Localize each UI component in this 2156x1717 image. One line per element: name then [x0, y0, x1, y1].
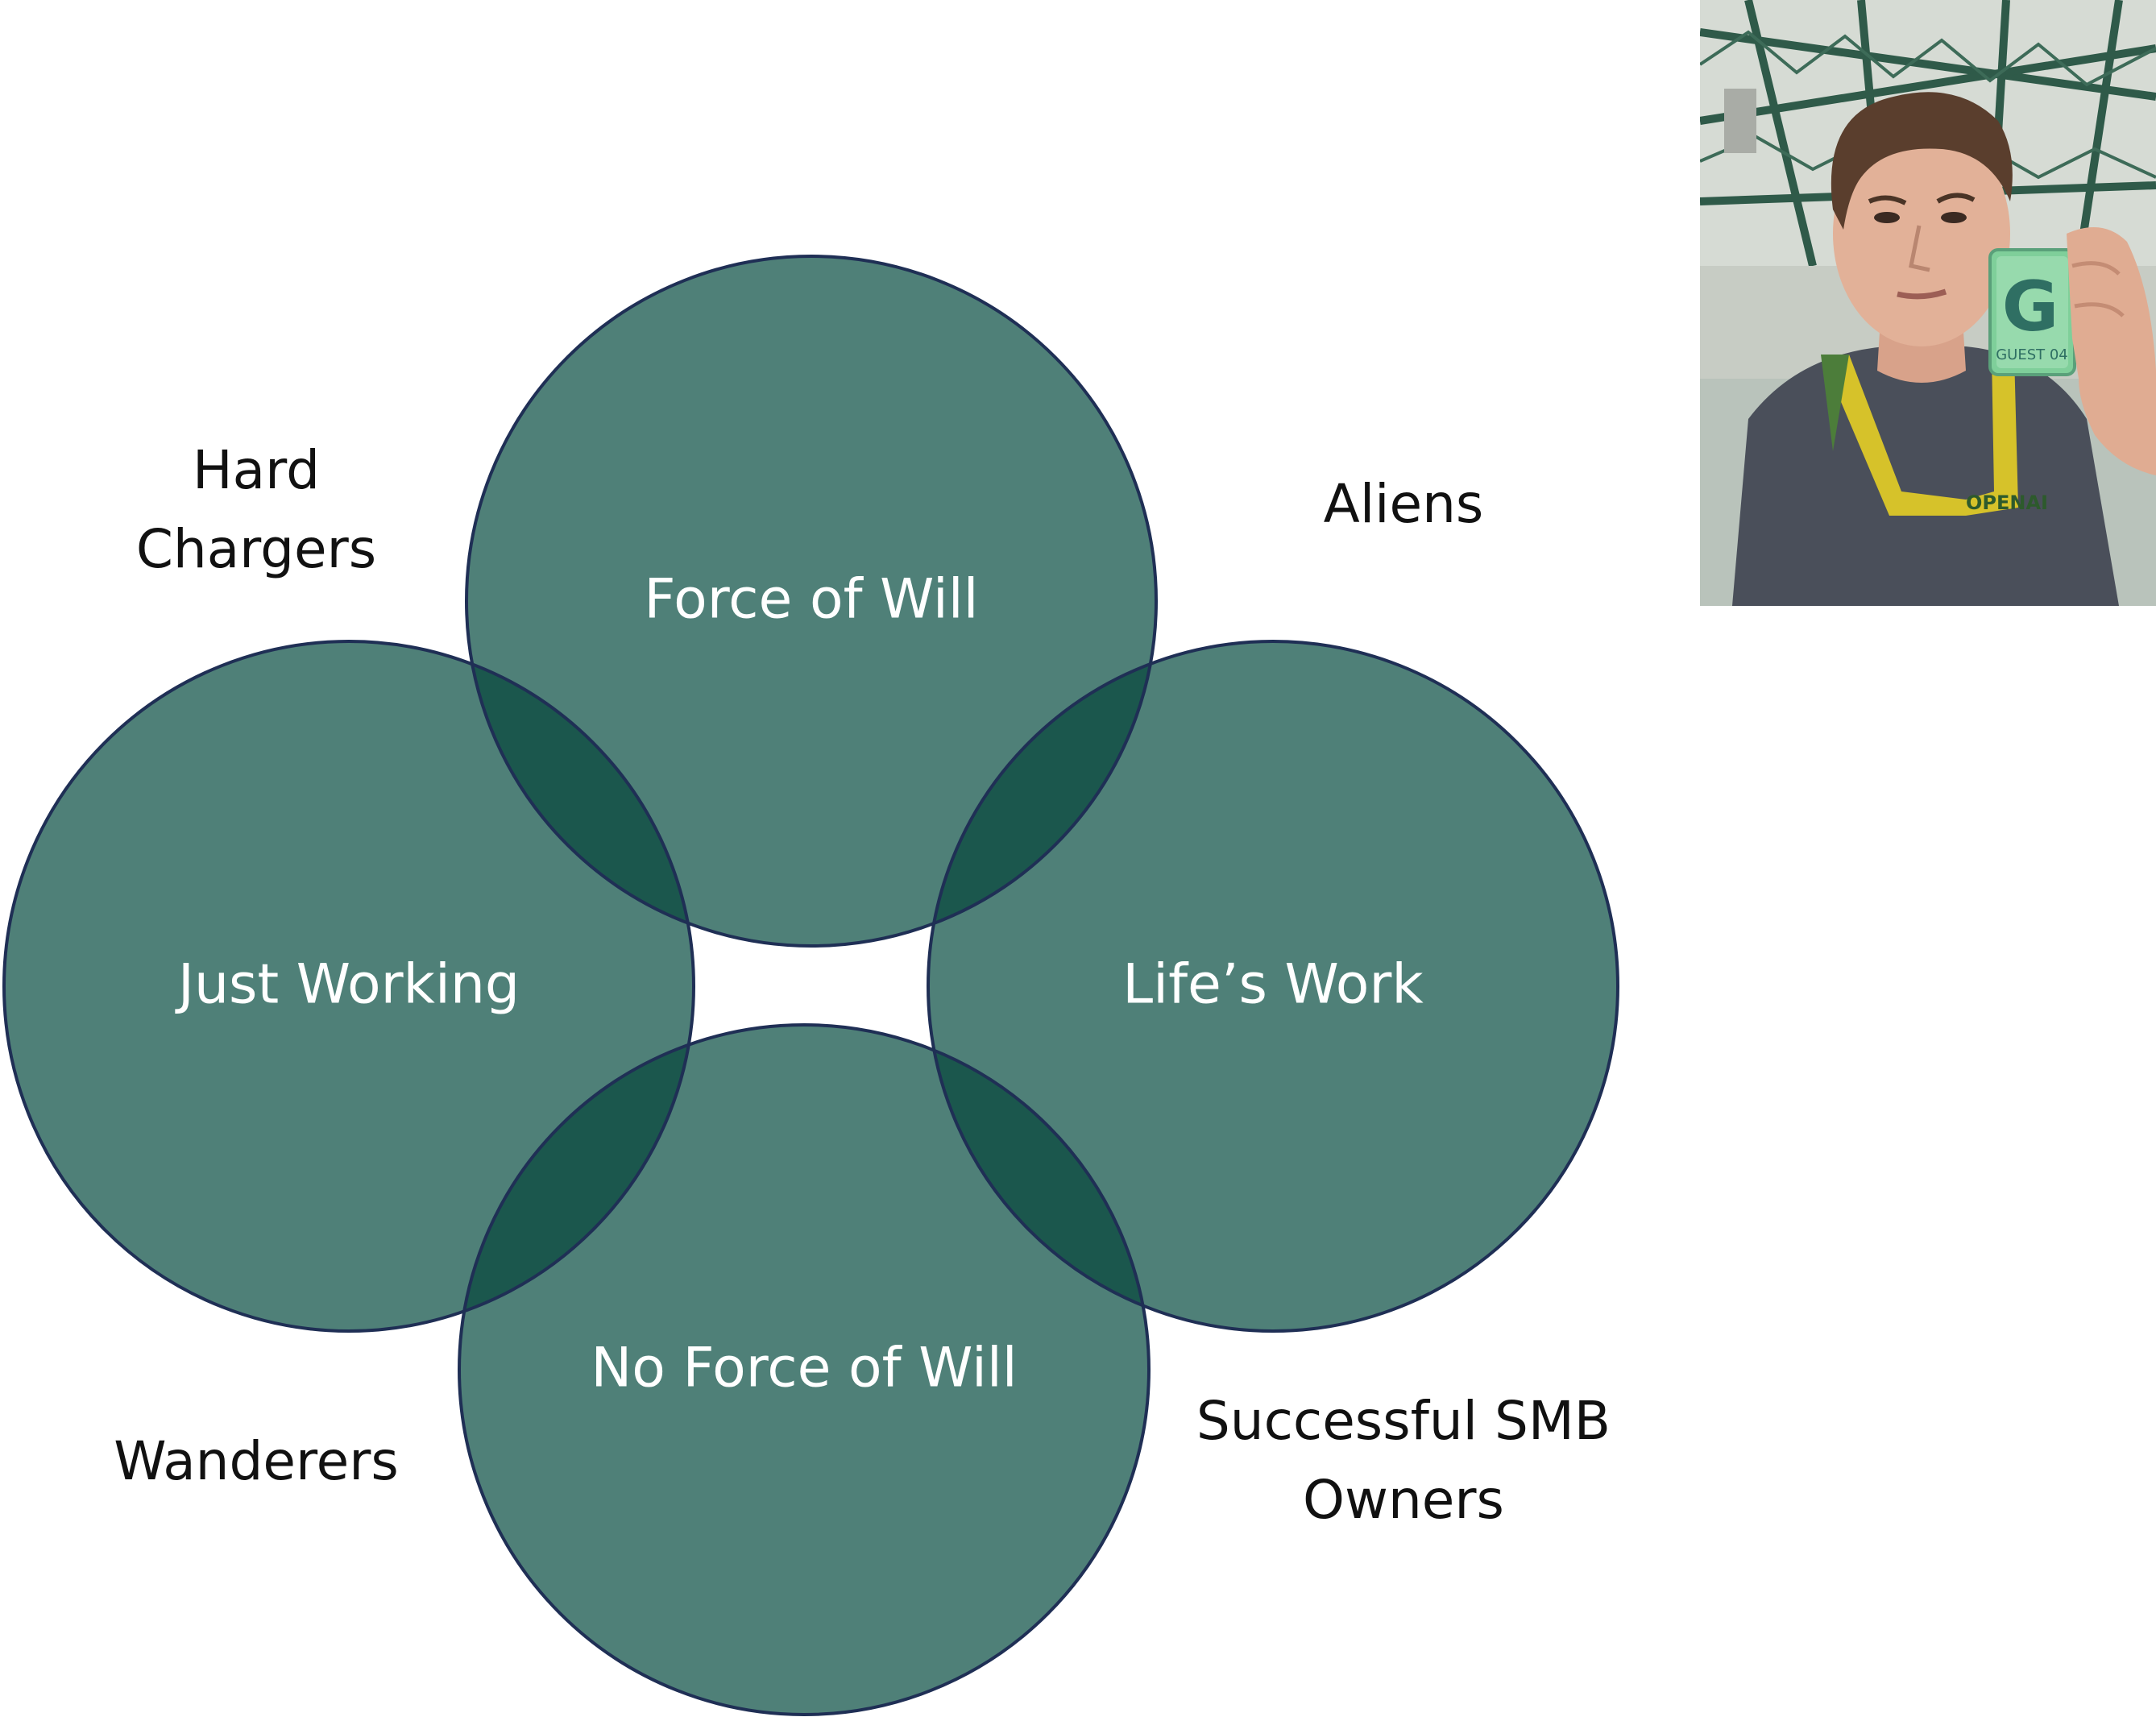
label-successful-smb-line-2: Owners [1303, 1469, 1504, 1531]
circle-no-force-of-will [459, 1025, 1149, 1715]
outline-no-force-of-will [458, 1023, 1151, 1716]
label-wanderers: Wanderers [114, 1430, 399, 1492]
hand [2067, 227, 2156, 475]
label-lifes-work: Life’s Work [1122, 953, 1424, 1017]
label-just-working: Just Working [175, 953, 520, 1017]
outline-force-of-will [465, 255, 1158, 948]
badge-letter: G [2002, 267, 2059, 347]
label-successful-smb-line-1: Successful SMB [1196, 1390, 1611, 1452]
circle-lifes-work [928, 641, 1618, 1331]
label-hard-chargers-line-1: Hard [193, 439, 320, 501]
label-no-force-of-will: No Force of Will [591, 1337, 1017, 1400]
label-hard-chargers-line-2: Chargers [136, 518, 376, 580]
lanyard-right [1966, 355, 2018, 516]
circle-force-of-will [466, 256, 1156, 946]
photo-illustration: OPENAI G GUEST 04 [1700, 0, 2156, 606]
outline-lifes-work [927, 640, 1619, 1333]
lanyard-text: OPENAI [1966, 491, 2048, 514]
lanyard-left [1821, 355, 1966, 516]
circle-just-working [4, 641, 694, 1331]
face [1833, 121, 2010, 346]
hair [1831, 92, 2013, 230]
label-force-of-will: Force of Will [644, 568, 978, 632]
label-aliens: Aliens [1324, 473, 1484, 535]
person-photo: OPENAI G GUEST 04 [1700, 0, 2156, 606]
outline-just-working [2, 640, 695, 1333]
badge-text: GUEST 04 [1996, 346, 2068, 363]
